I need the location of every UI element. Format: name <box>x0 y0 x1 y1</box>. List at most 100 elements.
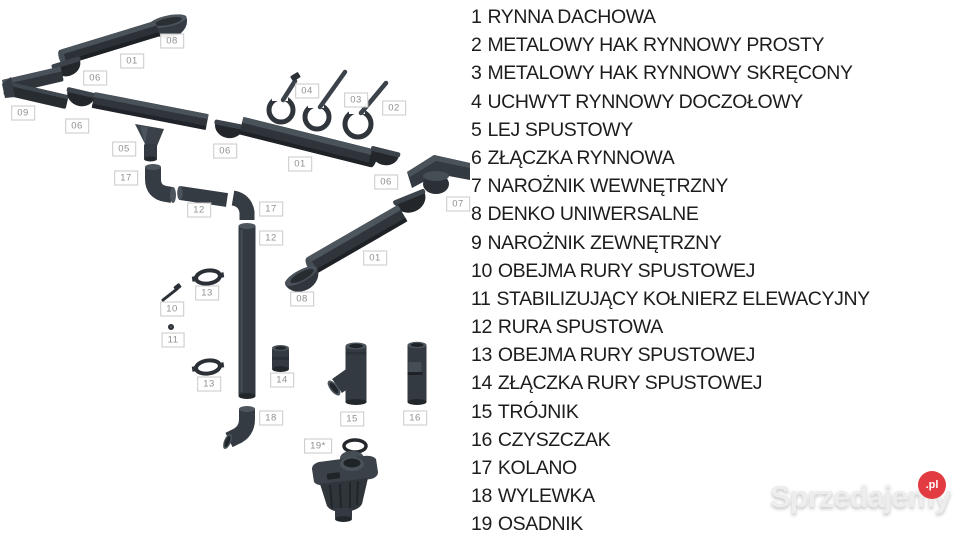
legend-item-number: 6 <box>471 146 482 169</box>
part-label-09: 09 <box>11 105 35 121</box>
legend-item-name: KOLANO <box>497 457 577 479</box>
legend-item-number: 3 <box>471 62 482 85</box>
part-gutter-long <box>239 116 378 168</box>
part-label-14: 14 <box>270 372 294 388</box>
part-label-17: 17 <box>259 201 283 217</box>
legend-item-number: 8 <box>471 203 482 226</box>
part-metal-hook-twisted <box>302 69 348 132</box>
part-gutter-joiner <box>370 146 401 166</box>
part-label-15: 15 <box>340 411 364 427</box>
part-label-06: 06 <box>83 70 107 86</box>
legend-item-name: ZŁĄCZKA RYNNOWA <box>487 146 675 169</box>
legend-item-number: 17 <box>471 457 492 479</box>
part-label-12: 12 <box>187 202 211 218</box>
legend-item-number: 12 <box>471 316 492 339</box>
part-label-04: 04 <box>295 83 319 99</box>
part-gutter-joiner <box>66 87 97 107</box>
part-label-16: 16 <box>403 410 427 426</box>
legend-item-number: 18 <box>471 485 492 508</box>
part-label-13: 13 <box>195 285 219 301</box>
part-wall-collar-bolt <box>168 324 174 330</box>
part-label-12: 12 <box>259 230 283 246</box>
legend-item-number: 4 <box>471 90 482 113</box>
part-end-cap-top <box>149 14 188 39</box>
part-gutter-joiner <box>393 188 426 213</box>
watermark-pl-text: .pl <box>925 479 939 491</box>
legend-item-name: RURA SPUSTOWA <box>497 316 663 339</box>
part-outlet-funnel <box>135 124 164 162</box>
legend-item-number: 19 <box>471 513 492 536</box>
part-outflow-elbow <box>223 406 255 450</box>
part-metal-hook-straight <box>342 80 389 140</box>
part-label-03: 03 <box>344 92 368 108</box>
part-elbow-to-vertical <box>231 190 255 220</box>
part-label-06: 06 <box>213 143 237 159</box>
part-elbow-upper <box>145 164 176 203</box>
part-label-05: 05 <box>112 141 136 157</box>
legend-item-name: WYLEWKA <box>497 485 595 508</box>
part-pipe-connector <box>272 345 289 372</box>
legend-item-number: 16 <box>471 428 492 451</box>
legend-item-name: DENKO UNIWERSALNE <box>487 203 699 226</box>
part-label-19: 19* <box>304 438 332 454</box>
part-gutter-lower <box>305 204 408 275</box>
legend-item-number: 5 <box>471 118 482 141</box>
legend-item-number: 11 <box>471 287 491 310</box>
legend-item-number: 2 <box>471 34 482 57</box>
part-label-10: 10 <box>160 301 184 317</box>
part-downpipe <box>238 223 256 399</box>
part-label-06: 06 <box>65 118 89 134</box>
part-gutter-joiner <box>214 119 245 139</box>
watermark-sprzedajemy: Sprzedajemy .pl <box>770 471 951 515</box>
legend-item-name: METALOWY HAK RYNNOWY PROSTY <box>487 34 825 57</box>
part-label-13: 13 <box>197 376 221 392</box>
legend-item-number: 13 <box>471 344 492 367</box>
part-label-02: 02 <box>382 100 406 116</box>
part-pipe-horizontal <box>177 186 229 207</box>
part-gasket-ring <box>342 438 368 454</box>
legend-item-number: 14 <box>471 372 492 395</box>
legend-item-name: CZYSZCZAK <box>497 428 611 451</box>
part-cleanout <box>407 341 427 405</box>
legend-item-number: 7 <box>471 175 482 198</box>
part-gutter-with-outlet <box>91 92 209 130</box>
legend-item-name: RYNNA DACHOWA <box>487 6 656 28</box>
legend-item-name: UCHWYT RYNNOWY DOCZOŁOWY <box>487 90 803 113</box>
part-gutter-top <box>58 20 160 66</box>
legend-item-number: 10 <box>471 259 492 282</box>
watermark-pl-badge: .pl <box>918 471 946 499</box>
legend-item-name: OBEJMA RURY SPUSTOWEJ <box>497 259 755 282</box>
part-fascia-hook <box>266 72 301 125</box>
part-label-08: 08 <box>160 33 184 49</box>
part-label-06: 06 <box>374 174 398 190</box>
part-label-08: 08 <box>290 291 314 307</box>
part-outer-corner <box>1 66 69 109</box>
part-label-07: 07 <box>446 196 470 212</box>
legend-item-name: OSADNIK <box>497 513 583 536</box>
part-label-18: 18 <box>259 410 283 426</box>
legend-item-name: LEJ SPUSTOWY <box>487 118 633 141</box>
legend-item-name: NAROŻNIK WEWNĘTRZNY <box>487 175 728 198</box>
part-label-01: 01 <box>120 53 144 69</box>
gutter-system-diagram <box>1 14 470 522</box>
part-pipe-clamp <box>191 358 225 376</box>
legend-item-name: ZŁĄCZKA RURY SPUSTOWEJ <box>497 372 763 395</box>
legend-item-name: OBEJMA RURY SPUSTOWEJ <box>497 344 755 367</box>
